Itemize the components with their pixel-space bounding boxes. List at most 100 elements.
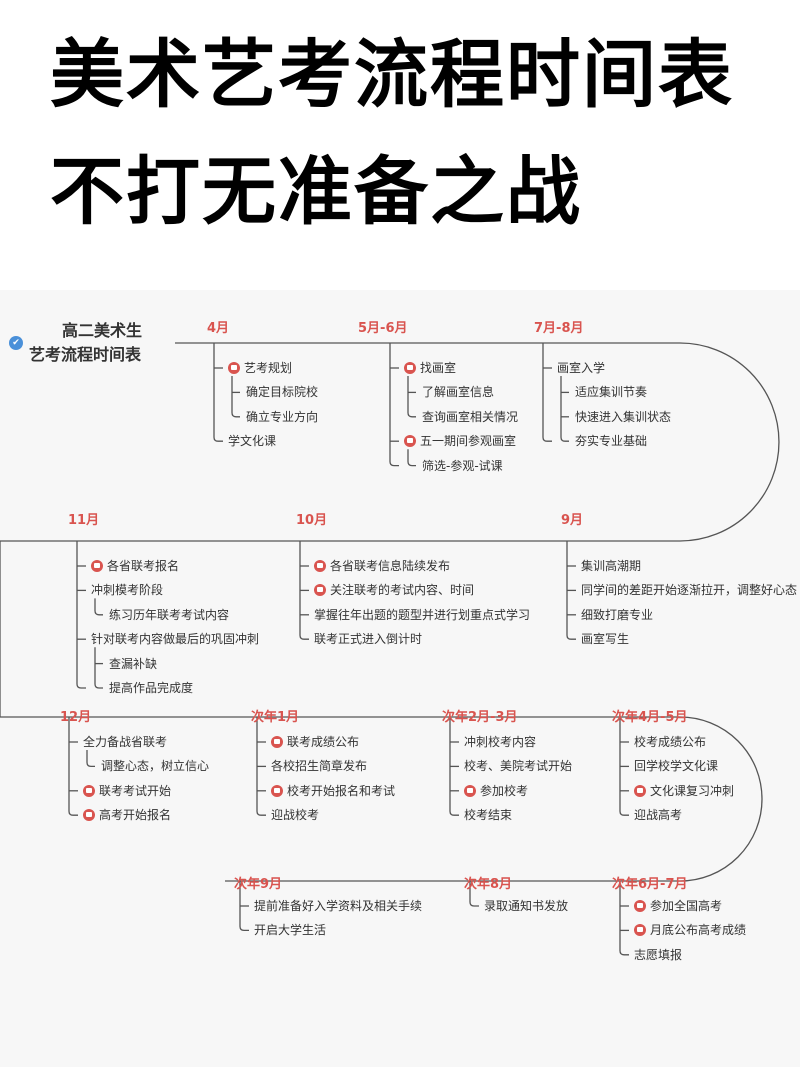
timeline-item: 关注联考的考试内容、时间: [330, 583, 475, 598]
connector-line: [0, 342, 780, 542]
timeline-item: 快速进入集训状态: [575, 409, 672, 424]
connector-line: [94, 647, 103, 689]
timeline-item: 了解画室信息: [422, 385, 495, 400]
timeline-item: 开启大学生活: [254, 923, 327, 938]
flag-icon: [91, 560, 103, 572]
timeline-item: 月底公布高考成绩: [650, 923, 747, 938]
flag-icon: [404, 362, 416, 374]
connector-line: [407, 449, 416, 467]
connector-line: [76, 541, 86, 689]
flag-icon: [314, 560, 326, 572]
flag-icon: [83, 784, 95, 797]
timeline-item: 调整心态，树立信心: [101, 759, 210, 774]
flag-icon: [634, 900, 646, 912]
connector-line: [94, 598, 103, 616]
connector-line: [619, 717, 629, 816]
flag-icon: [404, 435, 416, 448]
check-icon: ✔: [9, 336, 23, 350]
timeline-item: 联考正式进入倒计时: [314, 632, 423, 647]
connector-line: [213, 343, 223, 442]
period-date: 次年8月: [464, 877, 513, 892]
connector-line: [256, 717, 266, 816]
connector-line: [389, 343, 399, 467]
timeline-item: 录取通知书发放: [484, 899, 569, 913]
timeline-item: 找画室: [420, 361, 457, 375]
connector-line: [407, 376, 416, 418]
timeline-item: 画室入学: [557, 361, 606, 375]
timeline-item: 校考开始报名和考试: [287, 783, 396, 798]
flag-icon: [314, 584, 326, 597]
timeline-item: 提高作品完成度: [109, 681, 194, 695]
timeline-item: 适应集训节奏: [575, 385, 648, 400]
timeline-item: 校考结束: [464, 808, 513, 823]
period-date: 11月: [68, 513, 100, 528]
timeline-item: 查询画室相关情况: [422, 409, 519, 424]
period-date: 次年9月: [234, 877, 283, 892]
period-date: 次年6月-7月: [612, 877, 688, 892]
header: 美术艺考流程时间表 不打无准备之战: [0, 0, 800, 290]
timeline-item: 五一期间参观画室: [420, 434, 517, 449]
period-date: 次年4月-5月: [612, 710, 688, 725]
period-date: 12月: [60, 710, 92, 725]
timeline-item: 校考、美院考试开始: [464, 759, 573, 774]
period-date: 次年1月: [251, 710, 300, 725]
page-subtitle: 不打无准备之战: [50, 149, 582, 235]
timeline-item: 查漏补缺: [109, 656, 158, 671]
flag-icon: [228, 362, 240, 374]
timeline-lines: [0, 342, 780, 956]
timeline-item: 回学校学文化课: [634, 759, 719, 774]
timeline-item: 各省联考信息陆续发布: [330, 559, 451, 573]
period-date: 4月: [207, 321, 230, 336]
flag-icon: [634, 924, 646, 937]
diagram-title-line1: 高二美术生: [62, 321, 143, 340]
timeline-item: 针对联考内容做最后的巩固冲刺: [91, 632, 260, 647]
timeline-item: 筛选-参观-试课: [422, 458, 503, 473]
connector-line: [449, 717, 459, 816]
timeline-item: 联考成绩公布: [287, 735, 360, 749]
timeline-item: 文化课复习冲刺: [650, 783, 735, 798]
period-date: 5月-6月: [358, 321, 408, 336]
timeline-item: 细致打磨专业: [581, 607, 654, 622]
timeline-item: 校考成绩公布: [634, 735, 707, 749]
timeline-item: 确定目标院校: [246, 385, 319, 400]
timeline-item: 迎战校考: [271, 808, 320, 823]
flag-icon: [464, 784, 476, 797]
connector-line: [619, 881, 629, 956]
timeline-diagram: ✔ 高二美术生 艺考流程时间表 4月艺考规划确定目标院校确立专业方向学文化课 5月…: [0, 290, 800, 1067]
diagram-title-line2: 艺考流程时间表: [29, 345, 142, 364]
connector-line: [299, 541, 309, 640]
connector-line: [560, 376, 569, 442]
period-date: 9月: [561, 513, 584, 528]
page-title: 美术艺考流程时间表: [50, 32, 734, 118]
timeline-item: 集训高潮期: [581, 559, 642, 573]
timeline-item: 练习历年联考考试内容: [109, 607, 230, 622]
timeline-item: 冲刺校考内容: [464, 735, 537, 749]
timeline-item: 艺考规划: [244, 361, 293, 375]
timeline-item: 全力备战省联考: [83, 735, 168, 749]
connector-line: [0, 541, 763, 882]
connector-line: [542, 343, 552, 442]
timeline-item: 参加全国高考: [650, 899, 723, 913]
flag-icon: [271, 784, 283, 797]
timeline-item: 迎战高考: [634, 808, 683, 823]
timeline-item: 志愿填报: [634, 947, 683, 962]
timeline-item: 确立专业方向: [246, 409, 319, 424]
timeline-item: 参加校考: [480, 783, 529, 798]
connector-line: [86, 750, 95, 768]
period-date: 10月: [296, 513, 328, 528]
connector-line: [469, 881, 479, 907]
flag-icon: [271, 736, 283, 748]
timeline-item: 各校招生简章发布: [271, 759, 368, 774]
period-date: 次年2月-3月: [442, 710, 518, 725]
connector-line: [566, 541, 576, 640]
timeline-item: 高考开始报名: [99, 808, 172, 823]
connector-line: [231, 376, 240, 418]
timeline-item: 各省联考报名: [107, 559, 180, 573]
connector-line: [68, 717, 78, 816]
timeline-item: 学文化课: [228, 434, 277, 449]
timeline-item: 夯实专业基础: [575, 434, 648, 449]
timeline-item: 画室写生: [581, 632, 630, 647]
flag-icon: [634, 784, 646, 797]
timeline-item: 冲刺模考阶段: [91, 583, 164, 598]
flag-icon: [83, 809, 95, 822]
